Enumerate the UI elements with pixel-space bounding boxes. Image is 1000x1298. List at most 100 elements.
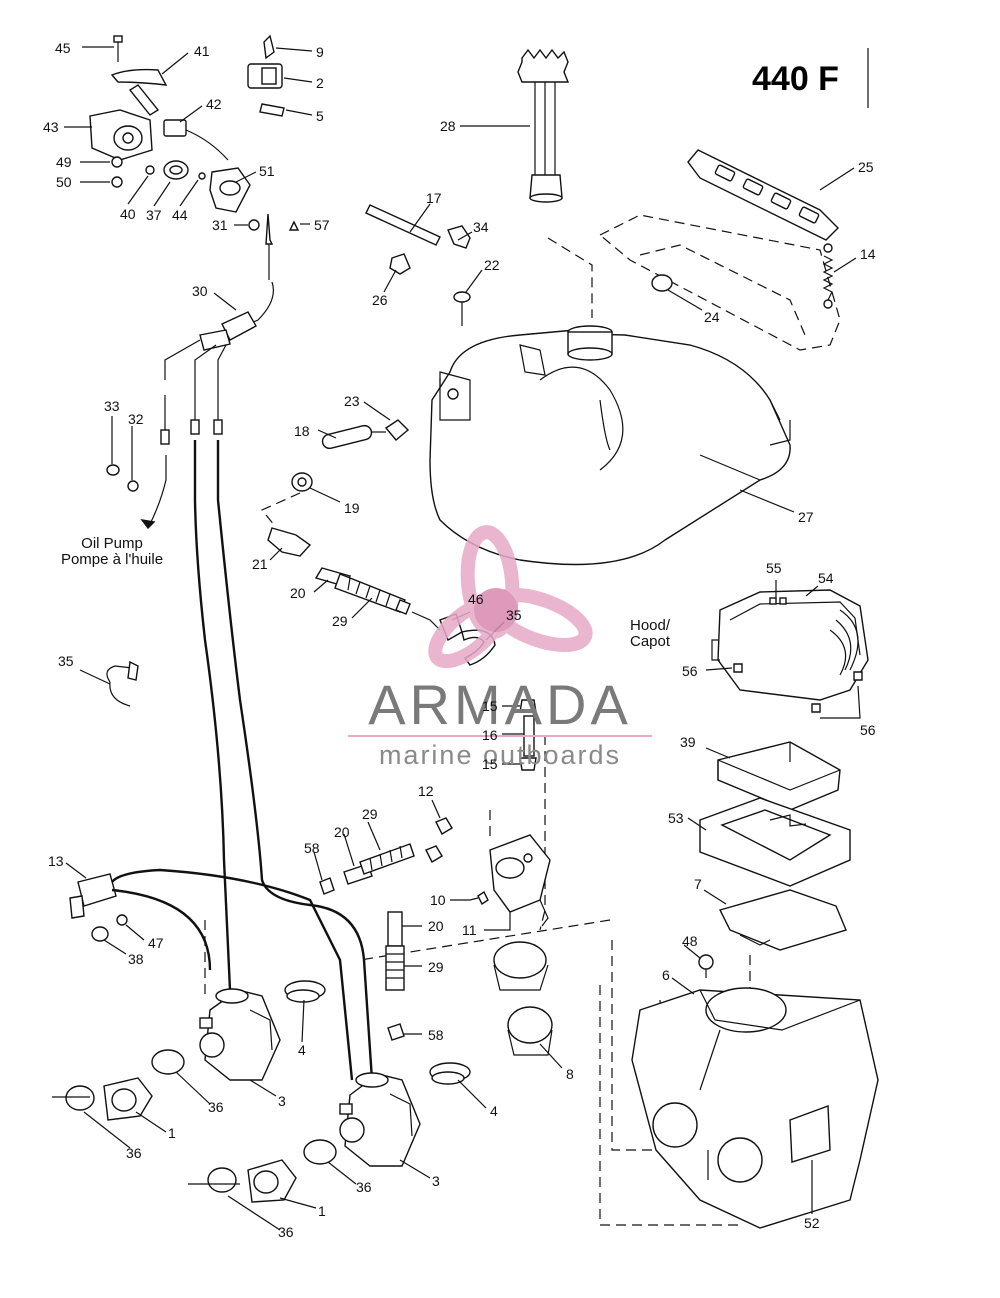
callout-45: 45 (55, 40, 71, 56)
fuel-tank-27 (429, 325, 791, 566)
primer-group (69, 660, 354, 1081)
fuel-pump-11 (469, 834, 551, 927)
callout-20-a: 20 (290, 585, 306, 601)
callout-1-b: 1 (318, 1203, 326, 1219)
leader-lines (64, 46, 861, 1231)
callout-7: 7 (694, 876, 702, 892)
callout-56-b: 56 (860, 722, 876, 738)
callout-30: 30 (192, 283, 208, 299)
watermark-brand: ARMADA (368, 673, 632, 736)
callout-12: 12 (418, 783, 434, 799)
callout-3-b: 3 (432, 1173, 440, 1189)
callout-41: 41 (194, 43, 210, 59)
callout-32: 32 (128, 411, 144, 427)
callout-29-a: 29 (332, 613, 348, 629)
callout-16: 16 (482, 727, 498, 743)
callout-56-a: 56 (682, 663, 698, 679)
callout-34: 34 (473, 219, 489, 235)
callout-52: 52 (804, 1215, 820, 1231)
callout-36-b: 36 (126, 1145, 142, 1161)
callout-23: 23 (344, 393, 360, 409)
callout-27: 27 (798, 509, 814, 525)
callout-numbers: 45 41 9 2 5 43 42 49 50 40 37 44 51 31 5… (43, 40, 876, 1240)
callout-43: 43 (43, 119, 59, 135)
silencer-54 (711, 589, 869, 713)
callout-20-b: 20 (334, 824, 350, 840)
callout-58-a: 58 (304, 840, 320, 856)
callout-10: 10 (430, 892, 446, 908)
callout-55: 55 (766, 560, 782, 576)
callout-33: 33 (104, 398, 120, 414)
callout-44: 44 (172, 207, 188, 223)
throttle-housing-group (89, 34, 300, 280)
callout-29-b: 29 (362, 806, 378, 822)
callout-37: 37 (146, 207, 162, 223)
callout-58-b: 58 (428, 1027, 444, 1043)
callout-15-a: 15 (482, 698, 498, 714)
air-filter-stack (698, 741, 851, 978)
callout-26: 26 (372, 292, 388, 308)
callout-6: 6 (662, 967, 670, 983)
callout-39: 39 (680, 734, 696, 750)
callout-51: 51 (259, 163, 275, 179)
callout-46: 46 (468, 591, 484, 607)
vent-hose-group (365, 204, 471, 326)
hood-label-fr: Capot (630, 633, 671, 650)
callout-54: 54 (818, 570, 834, 586)
callout-14: 14 (860, 246, 876, 262)
callout-15-b: 15 (482, 756, 498, 772)
callout-11: 11 (462, 922, 477, 938)
callout-50: 50 (56, 174, 72, 190)
callout-47: 47 (148, 935, 164, 951)
callout-53: 53 (668, 810, 684, 826)
callout-20-c: 20 (428, 918, 444, 934)
callout-35-b: 35 (58, 653, 74, 669)
callout-2: 2 (316, 75, 324, 91)
bracket-25 (687, 149, 839, 241)
callout-25: 25 (858, 159, 874, 175)
callout-5: 5 (316, 108, 324, 124)
callout-31: 31 (212, 217, 228, 233)
callout-29-c: 29 (428, 959, 444, 975)
watermark: ARMADA marine outboards (348, 525, 652, 770)
callout-35-a: 35 (506, 607, 522, 623)
callout-8: 8 (566, 1066, 574, 1082)
propeller-logo-icon (428, 525, 593, 669)
callout-3-a: 3 (278, 1093, 286, 1109)
callout-18: 18 (294, 423, 310, 439)
callout-22: 22 (484, 257, 500, 273)
callout-49: 49 (56, 154, 72, 170)
callout-36-c: 36 (356, 1179, 372, 1195)
callout-21: 21 (252, 556, 268, 572)
fuel-gauge-28 (517, 48, 570, 203)
airbox-6 (631, 987, 879, 1229)
carburetor-lower (339, 1072, 421, 1167)
oil-pump-label-fr: Pompe à l'huile (61, 551, 163, 568)
callout-13: 13 (48, 853, 64, 869)
spring-14 (822, 243, 834, 309)
callout-48: 48 (682, 933, 698, 949)
carburetor-upper (199, 988, 281, 1081)
callout-19: 19 (344, 500, 360, 516)
callout-4-b: 4 (490, 1103, 498, 1119)
callout-36-d: 36 (278, 1224, 294, 1240)
throttle-cables (106, 281, 374, 1081)
hood-label: Hood/ (630, 617, 671, 634)
chassis-tray-24 (598, 214, 841, 351)
model-title: 440 F (752, 60, 839, 98)
clamps-boots (52, 941, 553, 1203)
callout-9: 9 (316, 44, 324, 60)
callout-36-a: 36 (208, 1099, 224, 1115)
callout-28: 28 (440, 118, 456, 134)
watermark-tagline: marine outboards (379, 740, 621, 770)
callout-24: 24 (704, 309, 720, 325)
pump-hoses (319, 817, 453, 1041)
callout-17: 17 (426, 190, 442, 206)
callout-40: 40 (120, 206, 136, 222)
callout-42: 42 (206, 96, 222, 112)
oil-pump-label: Oil Pump (81, 535, 143, 552)
callout-57: 57 (314, 217, 330, 233)
callout-4-a: 4 (298, 1042, 306, 1058)
callout-1-a: 1 (168, 1125, 176, 1141)
